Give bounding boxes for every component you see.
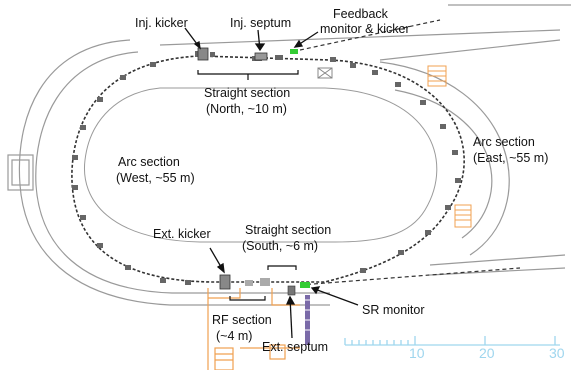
label-ext-septum: Ext. septum: [262, 340, 328, 354]
scale-bar: [344, 336, 560, 346]
label-arc-east-line2: (East, ~55 m): [473, 151, 548, 165]
label-arc-west-line1: Arc section: [118, 155, 180, 169]
label-sr-monitor: SR monitor: [362, 303, 425, 317]
label-straight-south-line2: (South, ~6 m): [242, 239, 318, 253]
label-straight-south-line1: Straight section: [245, 223, 331, 237]
rf-section-area: [207, 288, 300, 371]
label-straight-north-line2: (North, ~10 m): [206, 102, 287, 116]
injection-hardware: [197, 47, 298, 61]
bracket-rf: [229, 296, 266, 301]
bracket-south: [267, 265, 297, 270]
label-arc-east-line1: Arc section: [473, 135, 535, 149]
label-arc-west-line2: (West, ~55 m): [116, 171, 195, 185]
label-inj-septum: Inj. septum: [230, 16, 291, 30]
extraction-septum-pipe: [304, 295, 311, 345]
label-rf-line1: RF section: [212, 313, 272, 327]
south-hardware: [219, 274, 310, 296]
label-arrows: [184, 27, 359, 339]
scale-tick-20: 20: [479, 345, 495, 361]
label-feedback-line1: Feedback: [333, 7, 389, 21]
label-feedback-line2: monitor & kicker: [320, 22, 410, 36]
label-inj-kicker: Inj. kicker: [135, 16, 188, 30]
label-straight-north-line1: Straight section: [204, 86, 290, 100]
bracket-north: [197, 70, 299, 80]
stairs-east-upper: [427, 65, 447, 87]
aux-buildings: [317, 67, 333, 79]
tunnel-walls: [7, 4, 571, 306]
scale-tick-30: 30: [549, 345, 565, 361]
inner-ring: [83, 87, 438, 243]
scale-tick-10: 10: [409, 345, 425, 361]
stairs-east-lower: [454, 204, 472, 228]
transport-line: [299, 19, 521, 286]
label-rf-line2: (~4 m): [216, 329, 252, 343]
label-ext-kicker: Ext. kicker: [153, 227, 211, 241]
